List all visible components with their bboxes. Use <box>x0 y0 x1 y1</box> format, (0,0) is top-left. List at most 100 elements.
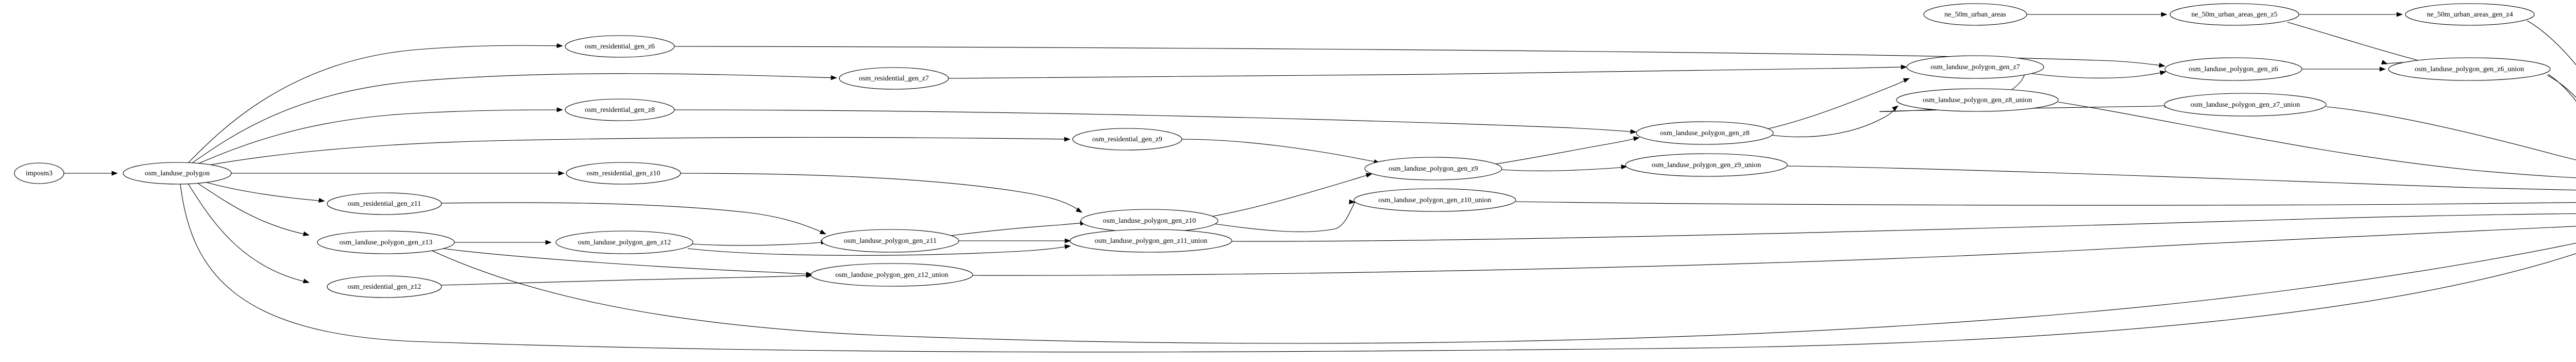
node-ellipse[interactable] <box>2164 93 2327 117</box>
node-osm_residential_gen_z6[interactable]: osm_residential_gen_z6 <box>565 35 675 58</box>
edge-line <box>2527 20 2576 65</box>
edge-landuse-z13-to-z12union <box>443 248 812 277</box>
arrow-head-icon <box>2381 60 2388 64</box>
node-ellipse[interactable] <box>1072 128 1182 151</box>
node-ellipse[interactable] <box>327 192 442 215</box>
node-osm_landuse_polygon_gen_z9_union[interactable]: osm_landuse_polygon_gen_z9_union <box>1625 153 1788 177</box>
arrow-head-icon <box>318 198 325 203</box>
node-ellipse[interactable] <box>327 275 442 298</box>
node-osm_residential_gen_z8[interactable]: osm_residential_gen_z8 <box>565 98 675 121</box>
node-ellipse[interactable] <box>1364 157 1502 180</box>
edge-line <box>194 109 563 166</box>
arrow-head-icon <box>2159 70 2166 75</box>
edge-line <box>441 275 812 286</box>
node-osm_residential_gen_z9[interactable]: osm_residential_gen_z9 <box>1072 128 1182 151</box>
edge-line <box>950 222 1087 236</box>
node-ne_50m_urban_areas_gen_z4[interactable]: ne_50m_urban_areas_gen_z4 <box>2405 3 2535 26</box>
nodes-layer: imposm3 osm_landuse_polygon osm_residentia… <box>14 3 2551 298</box>
edge-res-z8-to-landuse-z8 <box>674 109 1637 134</box>
edge-line <box>206 137 1071 166</box>
edge-line <box>2548 74 2576 102</box>
edge-polygon-to-res-z6 <box>188 43 563 163</box>
edge-landuse-z7-to-landuse-z6 <box>2029 70 2166 78</box>
node-osm_landuse_polygon_gen_z11_union[interactable]: osm_landuse_polygon_gen_z11_union <box>1070 229 1232 253</box>
node-osm_landuse_polygon_gen_z7_union[interactable]: osm_landuse_polygon_gen_z7_union <box>2164 93 2327 117</box>
node-ellipse[interactable] <box>839 67 949 90</box>
edge-line <box>1210 173 1372 217</box>
node-osm_landuse_polygon_gen_z10_union[interactable]: osm_landuse_polygon_gen_z10_union <box>1353 188 1516 212</box>
node-osm_landuse_polygon_gen_z12[interactable]: osm_landuse_polygon_gen_z12 <box>555 231 693 254</box>
node-ellipse[interactable] <box>317 231 455 254</box>
edge-polygon-to-res-z9 <box>206 137 1071 166</box>
edge-polygon-to-res-z11 <box>203 181 325 203</box>
edge-line <box>431 242 2576 344</box>
edge-z6union-to-table-z6 <box>2548 74 2576 102</box>
node-ellipse[interactable] <box>1625 153 1788 177</box>
edge-res-z7-to-landuse-z7 <box>948 64 1907 79</box>
edge-line <box>443 248 812 275</box>
edge-line <box>180 184 2576 353</box>
arrow-head-icon <box>545 240 552 245</box>
node-ellipse[interactable] <box>821 229 959 253</box>
edge-ne-z4-to-table-z4 <box>2527 20 2576 65</box>
node-osm_landuse_polygon_gen_z6_union[interactable]: osm_landuse_polygon_gen_z6_union <box>2388 57 2551 81</box>
edge-res-z10-to-landuse-z10 <box>680 173 1082 213</box>
node-ne_50m_urban_areas[interactable]: ne_50m_urban_areas <box>1923 3 2027 26</box>
node-osm_landuse_polygon_gen_z12_union[interactable]: osm_landuse_polygon_gen_z12_union <box>810 263 973 287</box>
edge-landuse-z11-to-landuse-z10 <box>950 221 1087 236</box>
node-osm_landuse_polygon_gen_z13[interactable]: osm_landuse_polygon_gen_z13 <box>317 231 455 254</box>
node-ellipse[interactable] <box>1080 209 1218 233</box>
node-osm_landuse_polygon_gen_z9[interactable]: osm_landuse_polygon_gen_z9 <box>1364 157 1502 180</box>
edge-polygon-to-res-z10 <box>231 171 565 176</box>
node-ellipse[interactable] <box>2405 3 2535 26</box>
edge-z9union-to-table-z9 <box>1787 166 2576 191</box>
node-ellipse[interactable] <box>2164 57 2302 81</box>
edge-imposm3-to-osm_landuse_polygon <box>64 171 118 176</box>
edge-line <box>2058 102 2576 178</box>
edge-landuse-z10-to-z10union <box>1214 199 1355 232</box>
node-ellipse[interactable] <box>14 162 64 184</box>
node-ellipse[interactable] <box>1896 88 2059 112</box>
node-ne_50m_urban_areas_gen_z5[interactable]: ne_50m_urban_areas_gen_z5 <box>2170 3 2299 26</box>
node-osm_residential_gen_z11[interactable]: osm_residential_gen_z11 <box>327 192 442 215</box>
node-osm_residential_gen_z10[interactable]: osm_residential_gen_z10 <box>566 162 681 185</box>
arrow-head-icon <box>1621 164 1628 170</box>
edge-res-z9-to-landuse-z9 <box>1181 139 1380 164</box>
edge-polygon-to-res-z12 <box>188 183 310 284</box>
node-ellipse[interactable] <box>810 263 973 287</box>
node-osm_landuse_polygon_gen_z11[interactable]: osm_landuse_polygon_gen_z11 <box>821 229 959 253</box>
node-ellipse[interactable] <box>123 162 232 185</box>
node-imposm3[interactable]: imposm3 <box>14 162 64 184</box>
node-ellipse[interactable] <box>1070 229 1232 253</box>
edge-line <box>1495 137 1640 164</box>
edge-polygon-to-table-z14 <box>180 184 2576 353</box>
arrow-head-icon <box>302 278 310 284</box>
node-ellipse[interactable] <box>2170 3 2299 26</box>
node-ellipse[interactable] <box>1923 3 2027 26</box>
edge-line <box>690 241 827 246</box>
edge-line <box>1501 166 1628 171</box>
edge-landuse-z12-to-landuse-z11 <box>690 240 827 246</box>
edge-z11union-to-table-z11 <box>1231 213 2576 242</box>
edge-line <box>1181 139 1380 163</box>
node-ellipse[interactable] <box>2388 57 2551 81</box>
node-ellipse[interactable] <box>1353 188 1516 212</box>
arrow-head-icon <box>1901 64 1907 70</box>
node-ellipse[interactable] <box>1906 55 2044 79</box>
node-osm_residential_gen_z12[interactable]: osm_residential_gen_z12 <box>327 275 442 298</box>
node-osm_landuse_polygon[interactable]: osm_landuse_polygon <box>123 162 232 185</box>
node-osm_landuse_polygon_gen_z6[interactable]: osm_landuse_polygon_gen_z6 <box>2164 57 2302 81</box>
node-ellipse[interactable] <box>555 231 693 254</box>
node-osm_landuse_polygon_gen_z7[interactable]: osm_landuse_polygon_gen_z7 <box>1906 55 2044 79</box>
node-osm_landuse_polygon_gen_z8_union[interactable]: osm_landuse_polygon_gen_z8_union <box>1896 88 2059 112</box>
edge-res-z6-to-landuse-z6 <box>674 46 2165 68</box>
arrow-head-icon <box>831 75 837 80</box>
node-osm_landuse_polygon_gen_z8[interactable]: osm_landuse_polygon_gen_z8 <box>1636 121 1774 145</box>
node-ellipse[interactable] <box>566 162 681 185</box>
node-ellipse[interactable] <box>565 35 675 58</box>
arrow-head-icon <box>1892 105 1899 111</box>
node-osm_residential_gen_z7[interactable]: osm_residential_gen_z7 <box>839 67 949 90</box>
node-ellipse[interactable] <box>1636 121 1774 145</box>
node-osm_landuse_polygon_gen_z10[interactable]: osm_landuse_polygon_gen_z10 <box>1080 209 1218 233</box>
node-ellipse[interactable] <box>565 98 675 121</box>
